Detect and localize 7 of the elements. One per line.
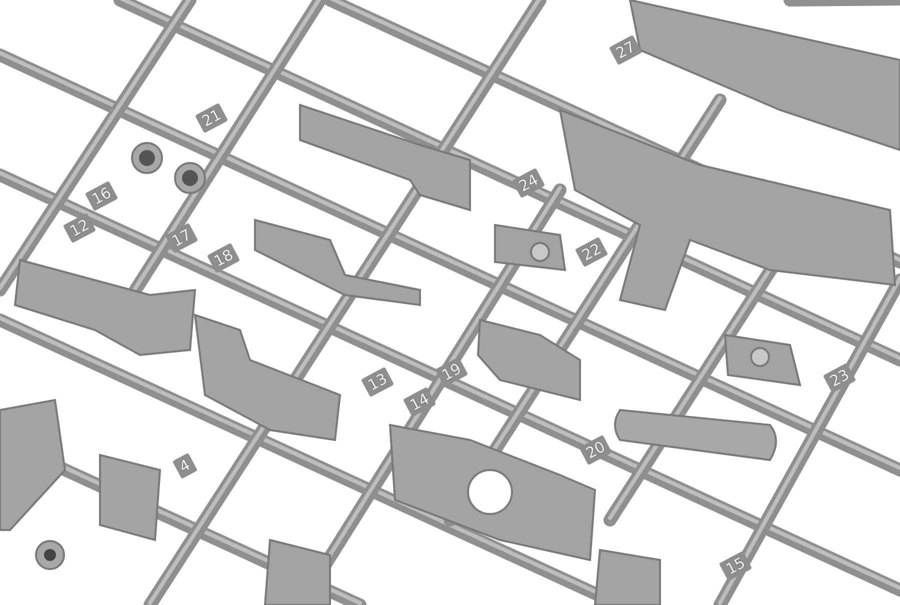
callout-number: 18 (206, 242, 240, 274)
callout-number: 21 (194, 102, 228, 134)
callout-number: 16 (84, 180, 118, 212)
callout-number: 22 (574, 236, 608, 268)
callout-number: 27 (608, 34, 642, 66)
callout-number: 13 (360, 366, 394, 398)
callout-number: 4 (172, 453, 198, 479)
